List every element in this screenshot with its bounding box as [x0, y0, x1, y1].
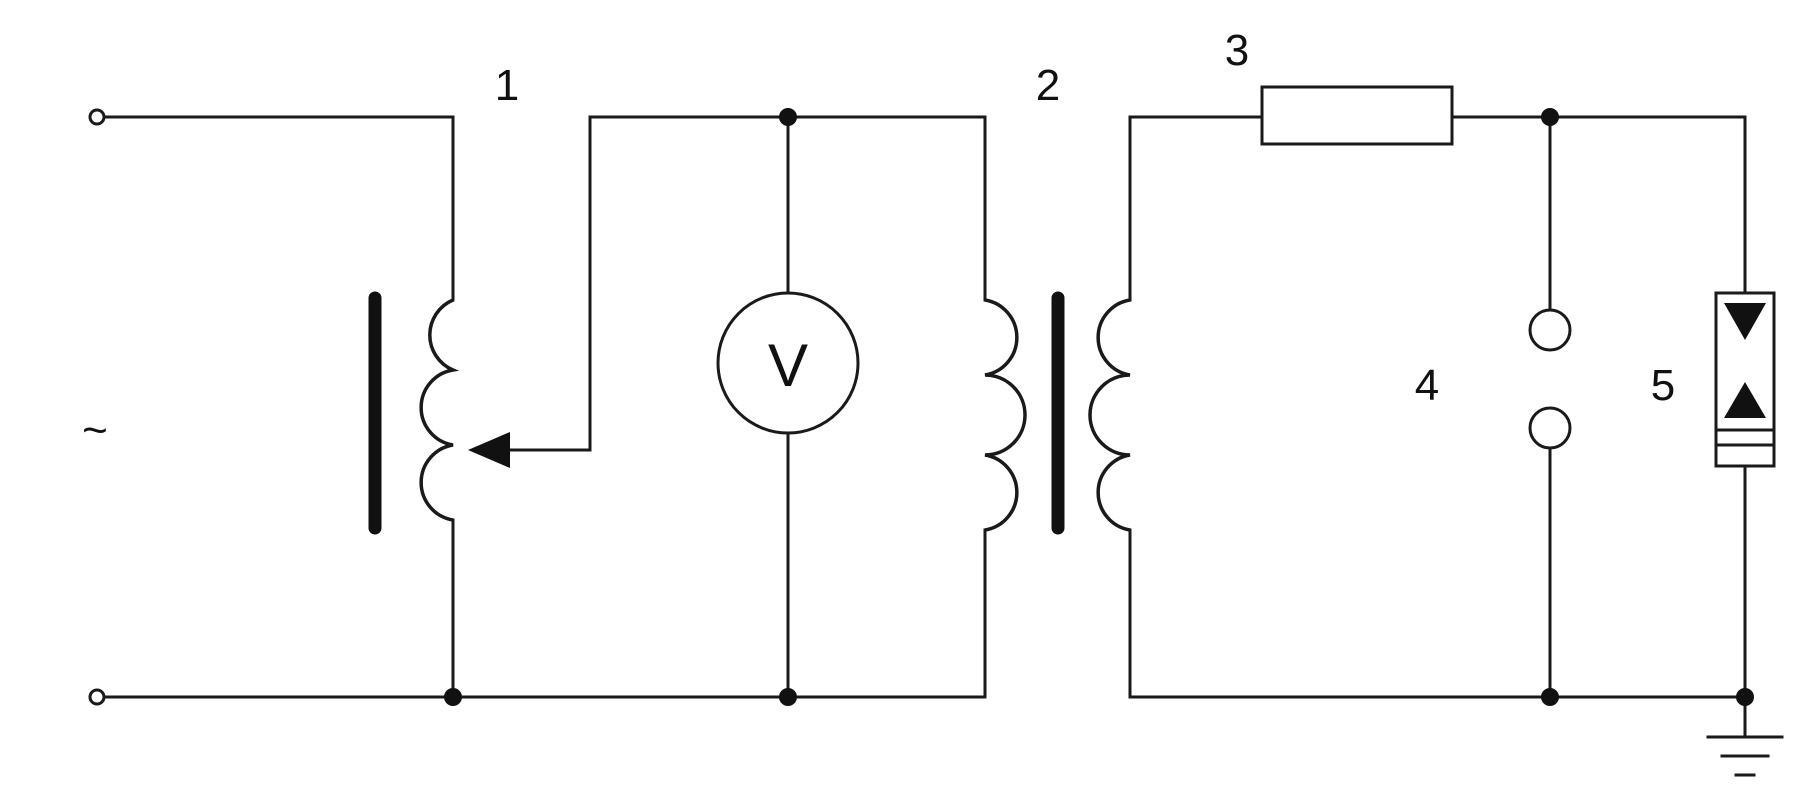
transformer-primary: [984, 298, 1027, 532]
wires-left: [102, 115, 987, 699]
transformer-secondary: [1088, 298, 1131, 532]
junction-dot: [779, 108, 797, 126]
source-symbol: ~: [82, 406, 108, 455]
transformer: [984, 291, 1131, 535]
spark-gap: [1528, 308, 1572, 450]
spark-gap-electrode-bottom: [1528, 406, 1572, 450]
autotransformer: [368, 291, 510, 535]
junction-dot: [779, 688, 797, 706]
junction-dot: [444, 688, 462, 706]
label-autotransformer: 1: [495, 61, 519, 110]
surge-arrester: [1714, 291, 1776, 468]
autotransformer-winding: [419, 298, 460, 522]
junction-dot: [1541, 688, 1559, 706]
label-spark-gap: 4: [1415, 361, 1439, 410]
input-terminal-bottom: [88, 688, 106, 706]
wiper-arrow-icon: [468, 432, 510, 468]
label-arrester: 5: [1651, 361, 1675, 410]
wires-right: [1128, 115, 1747, 739]
voltmeter-circle: [716, 291, 860, 435]
junction-dot: [1541, 108, 1559, 126]
arrester-arrow-up-icon: [1724, 382, 1766, 418]
voltmeter-symbol: V: [768, 332, 808, 399]
input-terminal-top: [88, 108, 106, 126]
resistor: [1260, 85, 1454, 146]
label-resistor: 3: [1225, 26, 1249, 75]
junction-dots: [444, 108, 1754, 706]
spark-gap-electrode-top: [1528, 308, 1572, 352]
arrester-arrow-down-icon: [1724, 303, 1766, 340]
voltmeter: V: [716, 291, 860, 435]
ground-icon: [1706, 735, 1784, 777]
arrester-body: [1714, 291, 1776, 468]
junction-dot: [1736, 688, 1754, 706]
label-transformer: 2: [1036, 61, 1060, 110]
